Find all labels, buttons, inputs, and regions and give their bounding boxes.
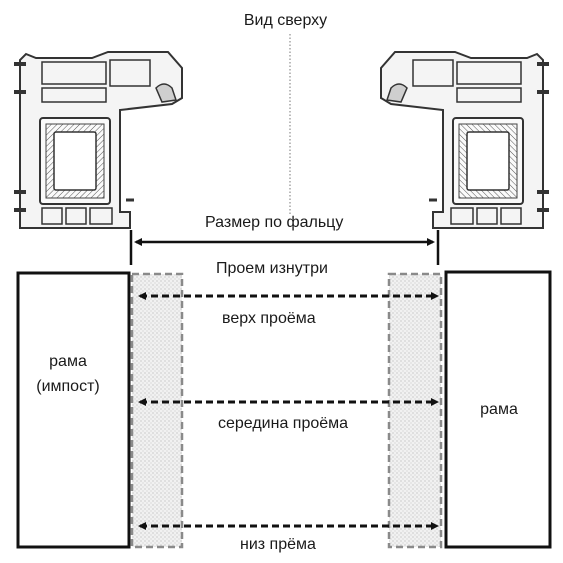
inner-opening-label: Проем изнутри bbox=[216, 260, 328, 277]
fold-size-label: Размер по фальцу bbox=[205, 214, 344, 231]
zone-left bbox=[130, 272, 184, 549]
frame-right-label: рама bbox=[480, 401, 518, 418]
frame-right bbox=[444, 270, 552, 549]
top-label: верх проёма bbox=[222, 310, 316, 327]
middle-label: середина проёма bbox=[218, 415, 349, 432]
diagram-title: Вид сверху bbox=[243, 12, 328, 29]
frame-left bbox=[16, 271, 131, 549]
zone-right bbox=[387, 272, 443, 549]
frame-left-line2: (импост) bbox=[36, 378, 100, 395]
frame-left-line1: рама bbox=[49, 353, 87, 370]
bottom-label: низ прёма bbox=[240, 536, 316, 553]
frame-left-label: рама (импост) bbox=[16, 349, 120, 399]
profile-left bbox=[12, 50, 184, 230]
profile-right bbox=[379, 50, 551, 230]
